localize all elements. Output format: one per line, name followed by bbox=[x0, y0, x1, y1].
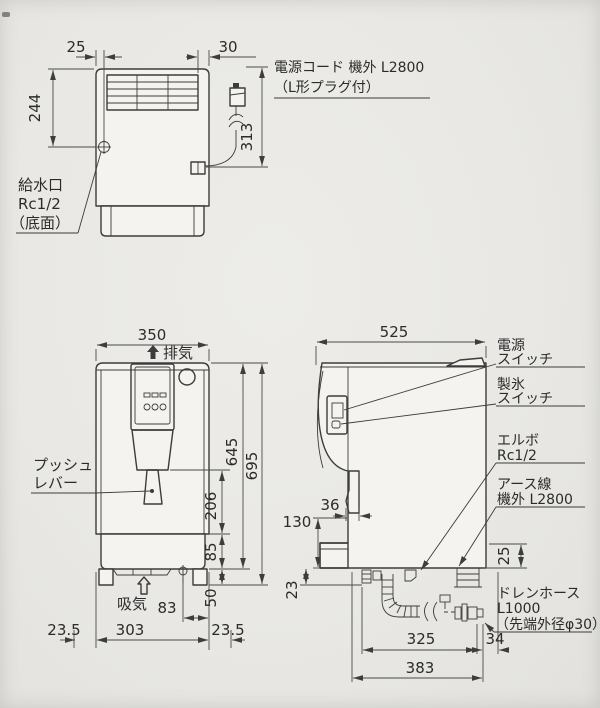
svg-text:プッシュ: プッシュ bbox=[33, 456, 93, 474]
svg-text:アース線: アース線 bbox=[497, 477, 551, 493]
rear-foot bbox=[454, 567, 482, 588]
rear-view: 25 30 244 313 給水口 Rc1/2 （底面） 電源コード 機外 L2… bbox=[10, 38, 430, 237]
dim-695: 695 bbox=[243, 452, 261, 481]
svg-text:Rc1/2: Rc1/2 bbox=[497, 448, 537, 464]
dim-325: 325 bbox=[407, 630, 436, 648]
front-view: 350 排気 プッシュ レバー bbox=[31, 326, 268, 650]
water-inlet-symbol bbox=[97, 140, 111, 154]
svg-text:スイッチ: スイッチ bbox=[497, 352, 553, 368]
exhaust-label: 排気 bbox=[163, 344, 193, 362]
power-switch-label: 電源 スイッチ bbox=[496, 338, 585, 368]
svg-text:L1000: L1000 bbox=[497, 601, 540, 617]
exhaust-arrow-icon bbox=[147, 345, 159, 359]
svg-text:（L形プラグ付）: （L形プラグ付） bbox=[274, 80, 380, 96]
ice-switch-label: 製氷 スイッチ bbox=[496, 377, 585, 407]
dim-50: 50 bbox=[202, 588, 220, 607]
kick-band bbox=[100, 533, 206, 570]
dim-645: 645 bbox=[223, 438, 241, 467]
front-foot-left bbox=[98, 568, 114, 586]
dim-lever: 36 bbox=[320, 496, 339, 514]
svg-text:ドレンホース: ドレンホース bbox=[497, 586, 580, 602]
dim-drain-offset: 83 bbox=[157, 599, 176, 617]
svg-text:スイッチ: スイッチ bbox=[497, 391, 553, 407]
front-body bbox=[95, 362, 210, 535]
power-cord bbox=[190, 83, 246, 175]
intake-label: 吸気 bbox=[117, 595, 147, 613]
svg-text:給水口: 給水口 bbox=[18, 176, 63, 194]
svg-text:電源コード 機外 L2800: 電源コード 機外 L2800 bbox=[274, 60, 424, 76]
push-lever bbox=[143, 469, 163, 505]
dim-85: 85 bbox=[202, 542, 220, 561]
svg-text:Rc1/2: Rc1/2 bbox=[18, 195, 61, 213]
dim-width: 350 bbox=[138, 326, 167, 344]
dim-cord-height: 313 bbox=[238, 123, 256, 152]
elbow-label: エルボ Rc1/2 bbox=[420, 433, 585, 571]
dim-offset-left: 25 bbox=[66, 38, 85, 56]
vent-grille bbox=[106, 74, 199, 111]
dim-bottom-clearance: 23 bbox=[283, 580, 301, 599]
dim-206: 206 bbox=[202, 492, 220, 521]
switch-panel bbox=[326, 395, 348, 435]
svg-text:エルボ: エルボ bbox=[497, 433, 539, 449]
svg-text:レバー: レバー bbox=[33, 474, 78, 492]
dim-left-margin: 23.5 bbox=[47, 621, 80, 639]
hose-end-fitting bbox=[454, 603, 484, 622]
l-plug bbox=[229, 87, 246, 107]
intake-arrow-icon bbox=[137, 576, 151, 595]
dim-depth: 525 bbox=[380, 323, 409, 341]
side-lever bbox=[345, 470, 360, 514]
push-lever-label: プッシュ レバー bbox=[31, 456, 151, 494]
svg-text:電源: 電源 bbox=[497, 338, 525, 354]
rear-body bbox=[95, 68, 210, 207]
dim-offset-right: 30 bbox=[218, 38, 237, 56]
svg-text:（底面）: （底面） bbox=[10, 214, 70, 232]
power-cord-label: 電源コード 機外 L2800 （L形プラグ付） bbox=[274, 60, 430, 99]
front-foot-right bbox=[192, 568, 208, 586]
rear-base bbox=[100, 205, 205, 237]
svg-text:製氷: 製氷 bbox=[497, 377, 525, 393]
water-inlet-label: 給水口 Rc1/2 （底面） bbox=[10, 151, 102, 234]
dispenser-recess bbox=[131, 429, 174, 471]
dim-center: 303 bbox=[116, 621, 145, 639]
side-body bbox=[317, 362, 487, 569]
drain-piping bbox=[361, 567, 484, 622]
svg-text:（先端外径φ30）: （先端外径φ30） bbox=[495, 617, 600, 633]
dim-383: 383 bbox=[406, 659, 435, 677]
indicator-lamp bbox=[178, 368, 196, 386]
dim-34: 34 bbox=[485, 630, 504, 648]
side-view: 525 bbox=[283, 323, 600, 682]
dim-height-to-inlet: 244 bbox=[26, 94, 44, 123]
elbow-fitting bbox=[404, 569, 417, 582]
dim-right-margin: 23.5 bbox=[211, 621, 244, 639]
svg-text:機外 L2800: 機外 L2800 bbox=[497, 492, 573, 508]
dim-rear-clearance: 25 bbox=[495, 546, 513, 565]
ground-wire-label: アース線 機外 L2800 bbox=[458, 477, 585, 567]
top-rear-tab bbox=[446, 357, 486, 367]
dim-front-step: 130 bbox=[283, 513, 312, 531]
scan-artifact bbox=[2, 12, 10, 17]
drain-hose-label: ドレンホース L1000 （先端外径φ30） bbox=[484, 586, 600, 633]
